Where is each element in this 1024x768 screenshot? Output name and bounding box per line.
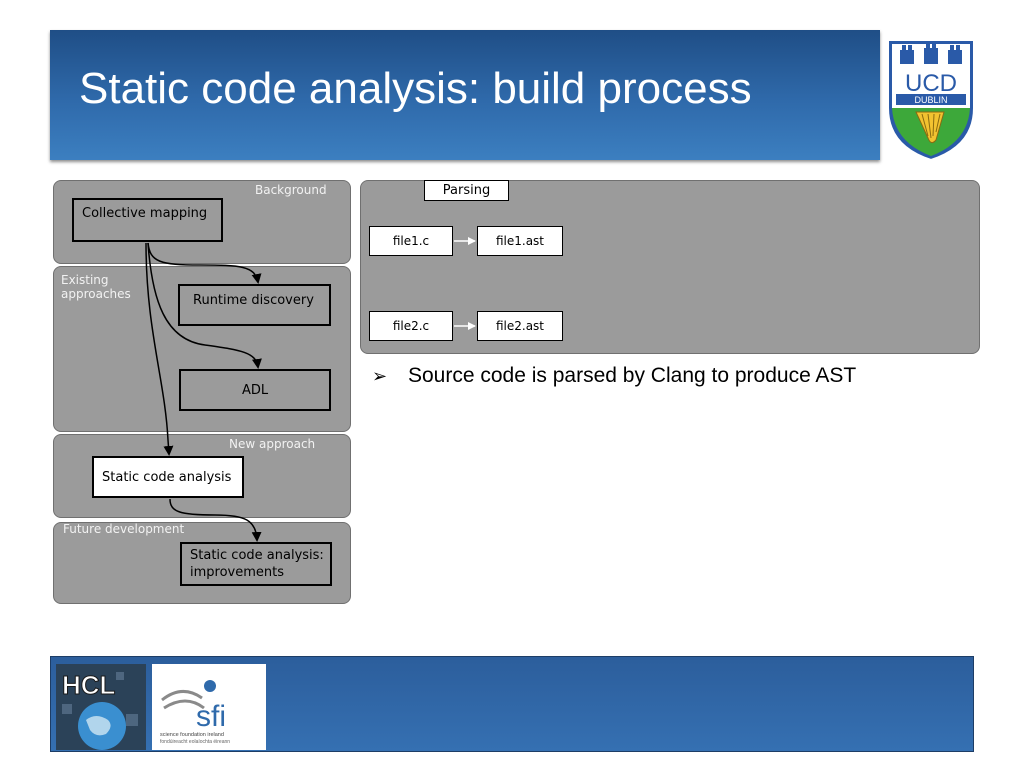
file2-ast-box: file2.ast bbox=[477, 311, 563, 341]
panel-label-existing-approaches: Existing approaches bbox=[61, 273, 131, 301]
arrow-to-improvements bbox=[169, 498, 262, 542]
panel-label-future-development: Future development bbox=[63, 522, 185, 536]
arrow-to-adl bbox=[147, 242, 262, 369]
file1-ast-box: file1.ast bbox=[477, 226, 563, 256]
sfi-caption-irish: fondúireacht eolaíochta éireann bbox=[160, 739, 230, 745]
box-label-improvements-line2: improvements bbox=[190, 565, 285, 580]
file1-c-box: file1.c bbox=[369, 226, 453, 256]
box-static-code-analysis-improvements: Static code analysis: improvements bbox=[180, 542, 332, 586]
panel-label-new-approach: New approach bbox=[229, 437, 316, 451]
bullet-arrow-icon: ➢ bbox=[372, 366, 388, 387]
slide-title: Static code analysis: build process bbox=[79, 64, 752, 113]
crest-text-dublin: DUBLIN bbox=[914, 95, 947, 105]
box-collective-mapping: Collective mapping bbox=[72, 198, 223, 242]
panel-label-background: Background bbox=[255, 183, 327, 197]
tab-parsing: Parsing bbox=[424, 180, 509, 201]
ucd-crest-logo: UCD DUBLIN bbox=[887, 39, 975, 162]
box-label-improvements-line1: Static code analysis: bbox=[190, 548, 324, 563]
sfi-caption: science foundation ireland bbox=[160, 732, 224, 738]
file2-c-box: file2.c bbox=[369, 311, 453, 341]
box-label-adl: ADL bbox=[242, 383, 269, 398]
sfi-logo: sfi science foundation ireland fondúirea… bbox=[152, 664, 266, 750]
box-label-static-code-analysis: Static code analysis bbox=[102, 470, 232, 485]
box-adl: ADL bbox=[179, 369, 331, 411]
box-static-code-analysis: Static code analysis bbox=[92, 456, 244, 498]
title-bar bbox=[50, 30, 880, 160]
bullet-text: Source code is parsed by Clang to produc… bbox=[408, 364, 857, 387]
box-runtime-discovery: Runtime discovery bbox=[178, 284, 331, 326]
box-label-runtime-discovery: Runtime discovery bbox=[193, 293, 314, 308]
panel-parsing bbox=[360, 180, 980, 354]
box-label-collective-mapping: Collective mapping bbox=[82, 206, 208, 221]
arrow-to-static-code-analysis bbox=[145, 242, 174, 456]
crest-text-ucd: UCD bbox=[905, 70, 957, 97]
hcl-logo: HCL bbox=[56, 664, 146, 750]
sfi-logo-text: sfi bbox=[196, 700, 226, 733]
arrow-to-runtime-discovery bbox=[147, 242, 262, 284]
hcl-logo-text: HCL bbox=[62, 670, 116, 700]
